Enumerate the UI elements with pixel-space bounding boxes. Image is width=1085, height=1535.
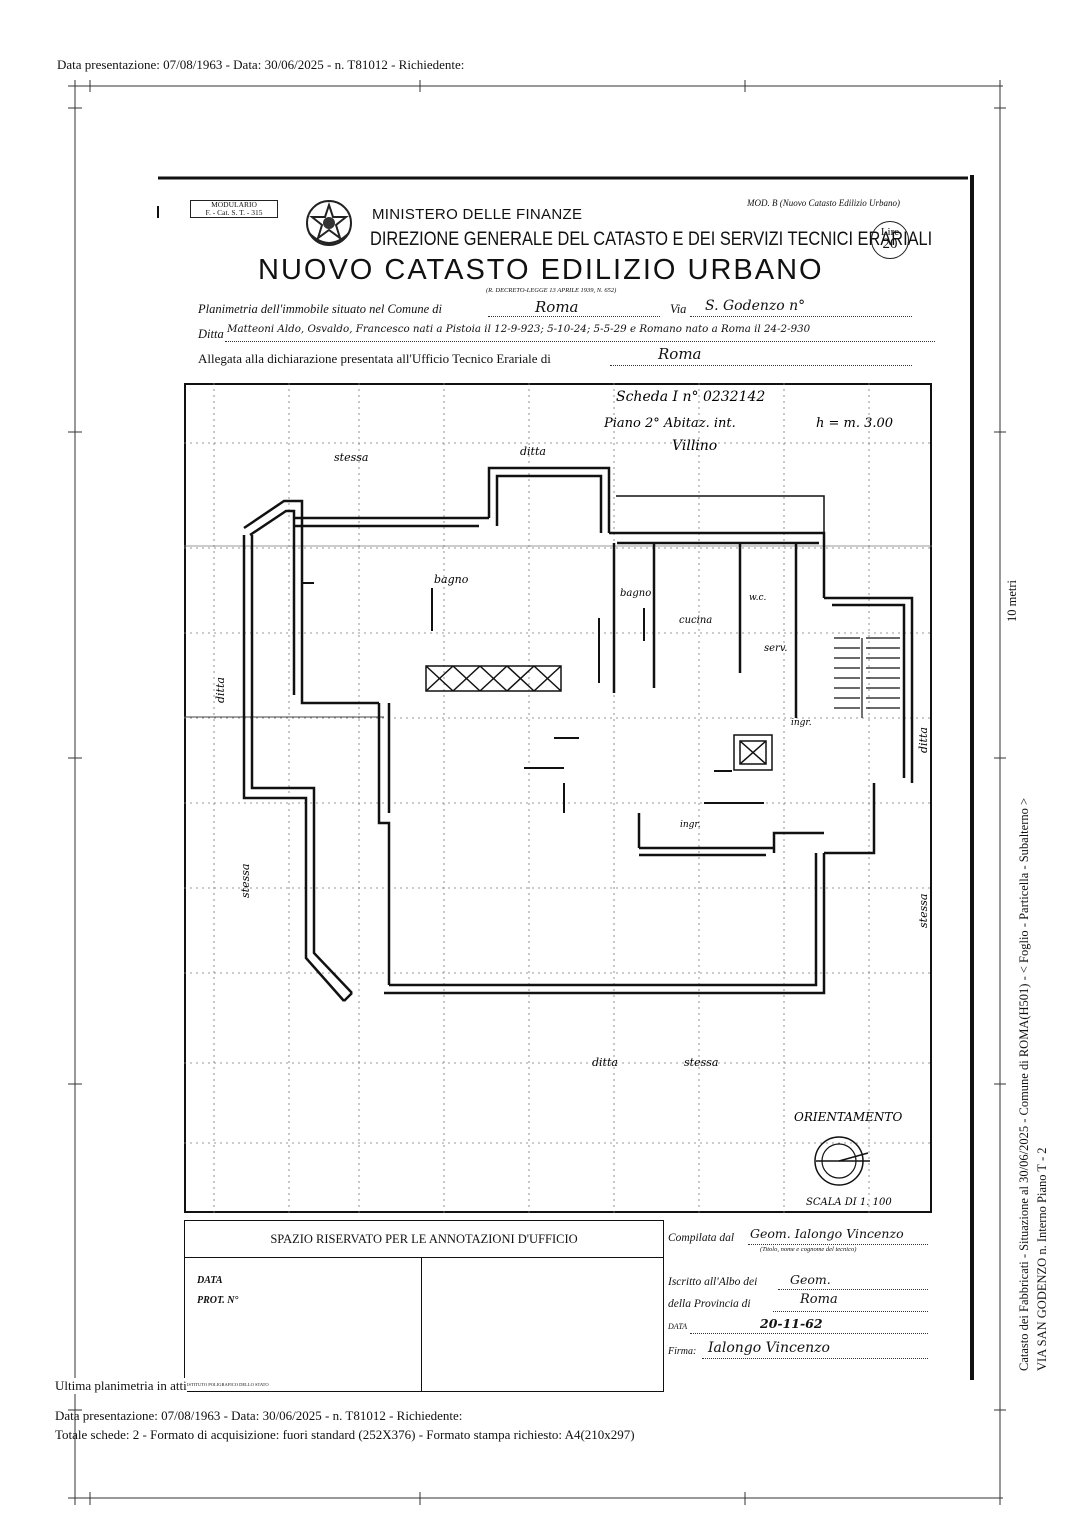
label-ditta-right: ditta <box>917 727 930 753</box>
firma-label: Firma: <box>668 1346 697 1357</box>
label-ditta-left: ditta <box>214 677 227 703</box>
modulario-label: MODULARIO <box>211 200 257 209</box>
office-heading: SPAZIO RISERVATO PER LE ANNOTAZIONI D'UF… <box>185 1221 663 1258</box>
piano-text: Piano 2° Abitaz. int. <box>603 416 736 431</box>
compilata-note: (Titolo, nome e cognome del tecnico) <box>760 1246 857 1253</box>
data2-value: 20-11-62 <box>760 1316 823 1331</box>
page-title: NUOVO CATASTO EDILIZIO URBANO <box>258 254 824 286</box>
planimetria-label: Planimetria dell'immobile situato nel Co… <box>198 302 442 316</box>
printer-note: ISTITUTO POLIGRAFICO DELLO STATO <box>187 1382 269 1387</box>
altezza-text: h = m. 3.00 <box>816 416 893 431</box>
modulario-box: MODULARIO F. - Cat. S. T. - 315 <box>190 200 278 218</box>
iscritto-label: Iscritto all'Albo dei <box>668 1276 758 1288</box>
iscritto-value: Geom. <box>790 1272 831 1287</box>
side-vertical-1: Catasto dei Fabbricati - Situazione al 3… <box>1017 797 1031 1371</box>
scala-label: SCALA DI 1. 100 <box>806 1197 892 1208</box>
label-stessa-top: stessa <box>334 451 368 464</box>
decree: (R. DECRETO-LEGGE 13 APRILE 1939, N. 652… <box>486 287 617 294</box>
side-vertical-2: VIA SAN GODENZO n. Interno Piano T - 2 <box>1035 1147 1049 1371</box>
compilata-label: Compilata dal <box>668 1232 735 1244</box>
office-box: SPAZIO RISERVATO PER LE ANNOTAZIONI D'UF… <box>184 1220 664 1392</box>
footer-ultima: Ultima planimetria in atti <box>55 1378 187 1394</box>
comune-value: Roma <box>535 298 579 316</box>
floor-plan: Scheda I n° 0232142 Piano 2° Abitaz. int… <box>184 383 932 1213</box>
label-cucina: cucina <box>679 615 712 626</box>
direction: DIREZIONE GENERALE DEL CATASTO E DEI SER… <box>370 228 933 250</box>
label-stessa-left: stessa <box>239 864 252 898</box>
mod-b: MOD. B (Nuovo Catasto Edilizio Urbano) <box>747 198 900 208</box>
via-value: S. Godenzo n° <box>705 298 806 314</box>
scheda-text: Scheda I n° 0232142 <box>616 389 765 405</box>
data2-label: DATA <box>668 1322 688 1331</box>
stamp-value: 20 <box>882 236 898 252</box>
label-ditta-bottom: ditta <box>592 1056 618 1069</box>
label-bagno-2: bagno <box>620 588 651 599</box>
stamp-lire: Lire <box>880 226 900 238</box>
side-metri: 10 metri <box>1005 579 1019 622</box>
firma-value: Ialongo Vincenzo <box>708 1340 830 1356</box>
provincia-value: Roma <box>800 1292 838 1307</box>
header-line: Data presentazione: 07/08/1963 - Data: 3… <box>57 57 465 72</box>
compilata-value: Geom. Ialongo Vincenzo <box>750 1226 904 1241</box>
tipo-text: Villino <box>672 438 717 454</box>
allegata-label: Allegata alla dichiarazione presentata a… <box>198 351 551 366</box>
footer-line-2: Totale schede: 2 - Formato di acquisizio… <box>55 1427 635 1442</box>
office-prot-label: PROT. N° <box>197 1295 239 1306</box>
label-serv: serv. <box>764 643 787 654</box>
label-ditta-top: ditta <box>520 445 546 458</box>
stamp-lire-20: Lire 20 <box>871 221 909 259</box>
modulario-code: F. - Cat. S. T. - 315 <box>205 207 263 217</box>
label-bagno-1: bagno <box>434 573 469 586</box>
office-data-label: DATA <box>197 1275 223 1286</box>
via-label: Via <box>670 302 687 316</box>
label-wc: w.c. <box>749 593 767 603</box>
provincia-label: della Provincia di <box>668 1298 751 1310</box>
compass-icon <box>814 1136 870 1186</box>
emblem-icon <box>306 200 352 246</box>
ditta-label: Ditta <box>198 327 224 341</box>
orientamento-label: ORIENTAMENTO <box>794 1110 902 1124</box>
allegata-value: Roma <box>658 345 702 363</box>
ditta-value: Matteoni Aldo, Osvaldo, Francesco nati a… <box>227 323 811 335</box>
ministry: MINISTERO DELLE FINANZE <box>372 206 583 223</box>
label-ingr-2: ingr. <box>680 820 701 830</box>
label-ingr-1: ingr. <box>791 718 812 728</box>
label-stessa-right: stessa <box>917 894 930 928</box>
footer-line-1: Data presentazione: 07/08/1963 - Data: 3… <box>55 1408 463 1423</box>
label-stessa-bottom: stessa <box>684 1056 718 1069</box>
